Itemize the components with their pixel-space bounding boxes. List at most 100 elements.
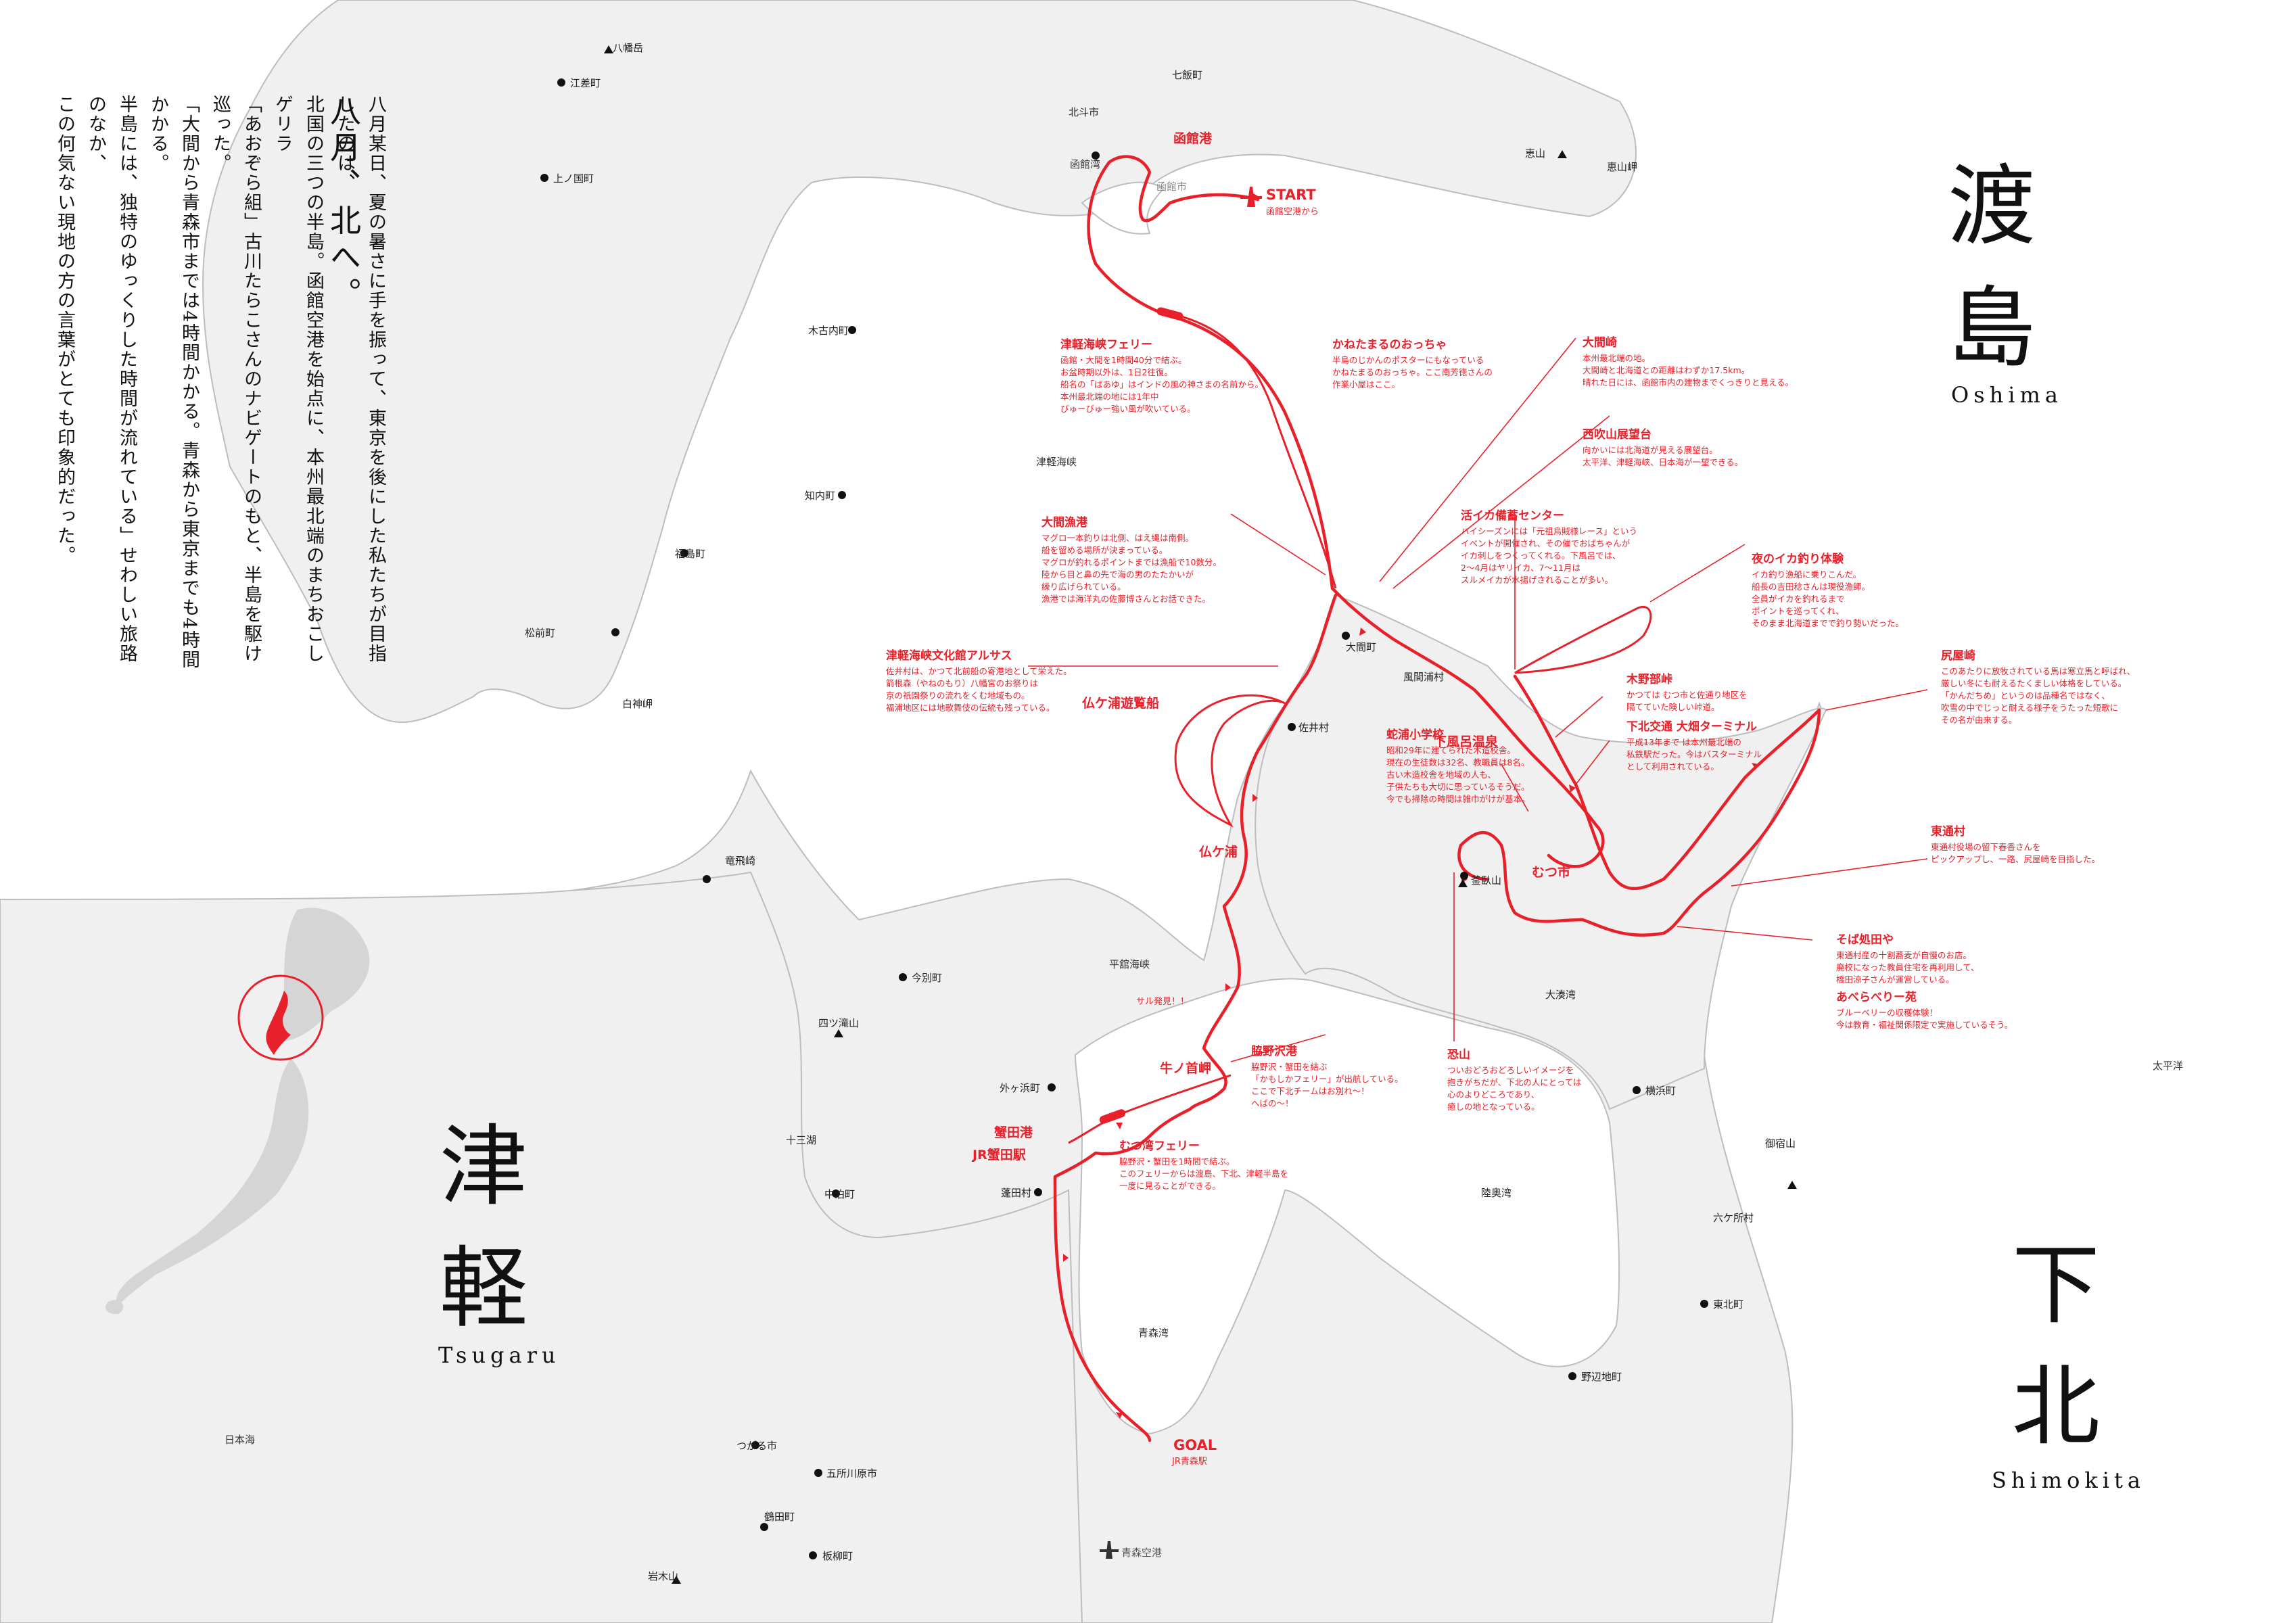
place-label: 御宿山 [1765,1137,1796,1150]
oshima-landmass [202,0,1637,723]
note-title: 大間崎 [1583,336,1617,350]
place-label: 江差町 [570,77,601,89]
note-body: 東通村産の十割蕎麦が自慢のお店。 廃校になった教員住宅を再利用して、 橋田涼子さ… [1836,950,1979,985]
intro-line: この何気ない現地の方の言葉がとても印象的だった。 [54,95,75,565]
note-title: 脇野沢港 [1251,1045,1297,1058]
region-tsugaru-roman: Tsugaru [438,1342,561,1368]
note-body: ハイシーズンには「元祖烏賊様レース」という イベントが開催され、その催でおばちゃ… [1461,526,1638,585]
note-body: このあたりに放牧されている馬は寒立馬と呼ばれ、 厳しい冬にも耐えるたくましい体格… [1941,666,2136,725]
intro-line: 八月某日、夏の暑さに手を振って、東京を後にした私たちが目指したのは、 [334,95,386,663]
note-title: 尻屋崎 [1941,649,1975,663]
note-sobadokoro: そば処田や 東通村産の十割蕎麦が自慢のお店。 廃校になった教員住宅を再利用して、… [1836,930,1979,986]
note-title: 東通村 [1931,825,1965,839]
region-oshima-roman: Oshima [1951,382,2063,408]
intro-title: 八月、北へ。 [325,95,362,314]
place-label: 蓬田村 [1001,1187,1032,1199]
sea-label: 青森湾 [1138,1327,1169,1339]
stop-hotokegaura-cruise: 仏ケ浦遊覧船 [1082,696,1160,711]
note-title: 津軽海峡フェリー [1060,338,1152,352]
place-label: 北斗市 [1069,106,1100,118]
ferry-hakodate-oma [1173,313,1337,589]
note-title: そば処田や [1836,933,1894,947]
note-title: 津軽海峡文化館アルサス [886,649,1012,663]
stop-shimofuro: 下風呂温泉 [1434,734,1499,749]
intro-line: 「あおぞら組」古川たらこさんのナビゲートのもと、半島を駆け巡った。 [210,95,262,663]
region-tsugaru-kanji-1: 津 [440,1115,528,1218]
note-title: 夜のイカ釣り体験 [1752,552,1844,566]
note-body: 脇野沢・蟹田を結ぶ 「かもしかフェリー」が出航している。 ここで下北チームはお別… [1251,1062,1403,1108]
note-body: 脇野沢・蟹田を1時間で結ぶ。 このフェリーからは渡島、下北、津軽半島を 一度に見… [1119,1156,1289,1191]
note-mutsu-ferry: むつ湾フェリー 脇野沢・蟹田を1時間で結ぶ。 このフェリーからは渡島、下北、津軽… [1119,1136,1288,1192]
note-osorezan: 恐山 ついおどろおどろしいイメージを 抱きがちだが、下北の人にとっては 心のより… [1447,1045,1582,1113]
place-markers [540,45,1797,1584]
note-nishifukiyama: 西吹山展望台 向かいには北海道が見える展望台。 太平洋、津軽海峡、日本海が一望で… [1583,425,1743,469]
stop-monkey: サル発見！！ [1136,997,1190,1007]
region-shimokita-kanji-2: 北 [2012,1355,2101,1458]
note-night-squid: 夜のイカ釣り体験 イカ釣り漁船に乗りこんだ。 船長の吉田稔さんは現役漁師。 全員… [1752,549,1904,630]
place-label: 岩木山 [648,1570,679,1582]
note-body: ついおどろおどろしいイメージを 抱きがちだが、下北の人にとっては 心のよりどころ… [1447,1065,1582,1112]
place-label: 木古内町 [808,325,849,337]
note-hebiura-school: 蛇浦小学校 昭和29年に建てられた木造校舎。 現在の生徒数は32名、教職員は8名… [1386,725,1530,805]
ferry-icon [1099,1109,1126,1124]
region-tsugaru-kanji-2: 軽 [440,1237,528,1340]
note-body: 半島のじかんのポスターにもなっている かねたまるのおっちゃ。ここ南芳徳さんの 作… [1332,355,1493,390]
region-shimokita-roman: Shimokita [1992,1467,2145,1493]
airport-icon [1100,1541,1119,1559]
intro-line: 半島には、独特のゆっくりした時間が流れている」せわしい旅路のなか、 [85,95,137,663]
stop-hakodate-port: 函館港 [1173,131,1213,146]
note-ohata-terminal: 下北交通 大畑ターミナル 平成13年まで は本州最北端の 私鉄駅だった。今はバス… [1626,717,1762,773]
place-label: 今別町 [912,972,943,984]
note-title: 下北交通 大畑ターミナル [1626,720,1757,734]
place-label: 竜飛崎 [725,855,756,867]
note-title: むつ湾フェリー [1119,1139,1200,1153]
place-label: 白神岬 [622,698,653,710]
sea-label: 平舘海峡 [1109,958,1150,970]
place-label: 五所川原市 [826,1467,878,1480]
place-label: 陸奥湾 [1481,1187,1512,1199]
place-label: つがる市 [736,1440,778,1452]
intro-body: 八月某日、夏の暑さに手を振って、東京を後にした私たちが目指したのは、 北国の三つ… [49,95,391,676]
squid-fishing-loop [1514,606,1652,674]
place-label: 釜臥山 [1471,874,1502,887]
tsugaru-landmass [0,871,1083,1623]
note-blueberry: あべらべりー苑 ブルーベリーの収穫体験！ 今は教育・福祉関係限定で実施しているそ… [1836,987,2013,1031]
sea-label: 函館湾 [1070,158,1101,170]
note-title: 蛇浦小学校 [1386,728,1444,742]
start-label: START [1266,187,1316,203]
place-label: 福島町 [675,548,706,560]
goal-sublabel: JR青森駅 [1172,1457,1207,1467]
japan-inset-map [105,908,370,1315]
place-label: 函館市 [1156,181,1188,193]
stop-kanita-port: 蟹田港 [994,1125,1033,1140]
ferry-icon [1156,307,1184,321]
place-label: 中泊町 [824,1188,856,1200]
place-label: 松前町 [525,627,556,639]
note-body: イカ釣り漁船に乗りこんだ。 船長の吉田稔さんは現役漁師。 全員がイカを釣れるまで… [1752,569,1904,628]
place-label: 恵山岬 [1607,161,1638,173]
place-label: 八幡岳 [613,42,644,54]
hotokegaura-loop [1174,694,1286,828]
place-label: 七飯町 [1172,69,1203,81]
place-label: 野辺地町 [1581,1371,1622,1383]
sea-label: 津軽海峡 [1036,456,1077,468]
note-title: 木野部峠 [1626,673,1672,686]
note-title: あべらべりー苑 [1836,991,1917,1004]
note-higashidori: 東通村 東通村役場の留下春香さんを ピックアップし、一路、尻屋崎を目指した。 [1931,822,2100,866]
route-line [1087,155,1605,868]
note-oma-cape: 大間崎 本州最北端の地。 大間崎と北海道との距離はわずか17.5km。 晴れた日… [1583,333,1794,389]
note-title: 西吹山展望台 [1583,428,1651,442]
stop-hotokegaura: 仏ケ浦 [1199,845,1238,860]
intro-line: 「大間から青森市までは4時間かかる。青森から東京までも4時間かかる。 [147,95,200,670]
place-label: 大湊湾 [1545,989,1576,1001]
stop-ushinokubi: 牛ノ首岬 [1160,1061,1212,1076]
ferry-wakinosawa-kanita [1068,1074,1232,1144]
start-sublabel: 函館空港から [1266,207,1319,217]
region-shimokita-kanji-1: 下 [2012,1233,2101,1336]
region-oshima-kanji-2: 島 [1948,277,2036,379]
note-body: 函館・大間を1時間40分で結ぶ。 お盆時期以外は、1日2往復。 船名の「ばあゆ」… [1060,355,1264,414]
place-label: 知内町 [805,490,836,502]
route-line-west [1053,593,1338,1442]
